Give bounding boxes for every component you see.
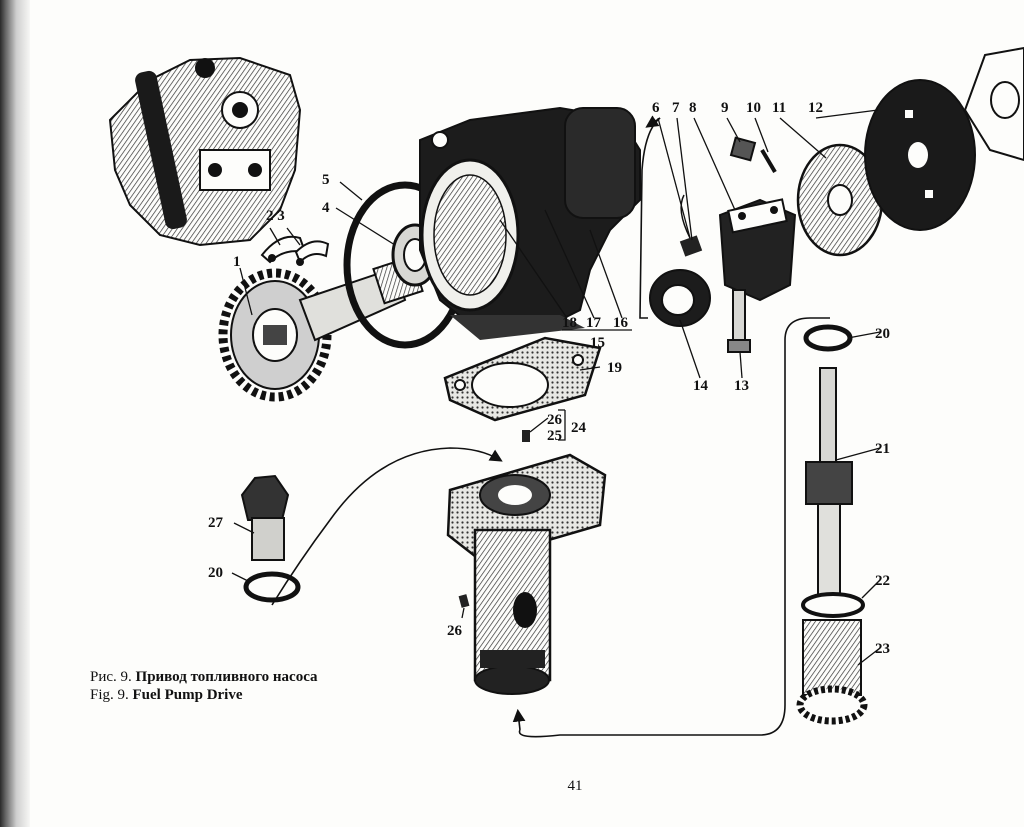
part-label-9: 9 [721,100,729,116]
part-label-18: 18 [562,315,577,331]
assembly-path-lines [271,115,830,738]
part-label-12: 12 [808,100,823,116]
thrust-washer-part-20-upper [803,324,853,352]
part-label-1: 1 [233,254,241,270]
gear-sleeve-part-23 [796,619,868,725]
drive-flange-part-12 [864,79,976,231]
part-label-23: 23 [875,641,890,657]
part-label-19: 19 [607,360,622,376]
leader-lines [231,109,881,666]
caption-english-prefix: Fig. 9. [90,687,129,703]
caption-russian-prefix: Рис. 9. [90,669,132,685]
part-label-7: 7 [672,100,680,116]
thrust-washer-part-20 [243,571,301,603]
bevel-pinion-part-27 [240,474,290,561]
part-label-5: 5 [322,172,330,188]
part-label-25: 25 [547,428,562,444]
figure-caption: Рис. 9. Привод топливного насоса Fig. 9.… [90,668,390,704]
part-label-13: 13 [734,378,749,394]
part-label-10: 10 [746,100,761,116]
ring-part-22 [801,592,865,618]
pump-drive-housing-part-24 [446,453,607,695]
plug-part-7 [679,194,703,257]
part-label-16: 16 [613,315,629,331]
part-label-26-lower: 26 [447,623,463,639]
part-label-17: 17 [586,315,602,331]
gasket-part-19 [443,336,602,422]
drive-housing-part-15 [419,106,641,340]
part-label-26-upper: 26 [547,412,563,428]
splined-shaft-part-21 [805,367,853,605]
caption-russian-title: Привод топливного насоса [135,669,318,685]
nut-part-9 [729,136,757,162]
part-number-labels: 1 2 3 4 5 6 7 8 9 10 11 12 13 14 15 16 1… [208,100,890,657]
part-label-20-lower: 20 [208,565,223,581]
part-label-15: 15 [590,335,605,351]
part-label-24: 24 [571,420,587,436]
bolt-part-10 [760,148,777,174]
bolt-part-13 [727,289,751,353]
book-gutter-shadow [0,0,30,827]
oil-seal-part-14 [649,269,711,327]
caption-english: Fig. 9. Fuel Pump Drive [90,686,390,704]
bevel-gear-shaft-part-1 [218,255,424,402]
part-label-21: 21 [875,441,890,457]
clamp-plates-part-2-3 [260,235,330,266]
part-label-14: 14 [693,378,709,394]
caption-english-title: Fuel Pump Drive [132,687,243,703]
part-label-2-3: 2 3 [266,208,285,224]
part-label-8: 8 [689,100,697,116]
part-label-6: 6 [652,100,660,116]
engine-block-illustration [108,56,302,247]
part-label-20-upper: 20 [875,326,890,342]
part-label-11: 11 [772,100,786,116]
part-label-27: 27 [208,515,224,531]
partial-coupling-flange [963,46,1024,162]
pin-part-25-26 [522,430,530,442]
pin-part-26 [458,594,470,608]
caption-russian: Рис. 9. Привод топливного насоса [90,668,390,686]
part-label-22: 22 [875,573,890,589]
page-number: 41 [567,778,583,794]
part-label-4: 4 [322,200,330,216]
bracket-part-8 [718,198,797,302]
coupling-disc-part-11 [796,143,884,257]
